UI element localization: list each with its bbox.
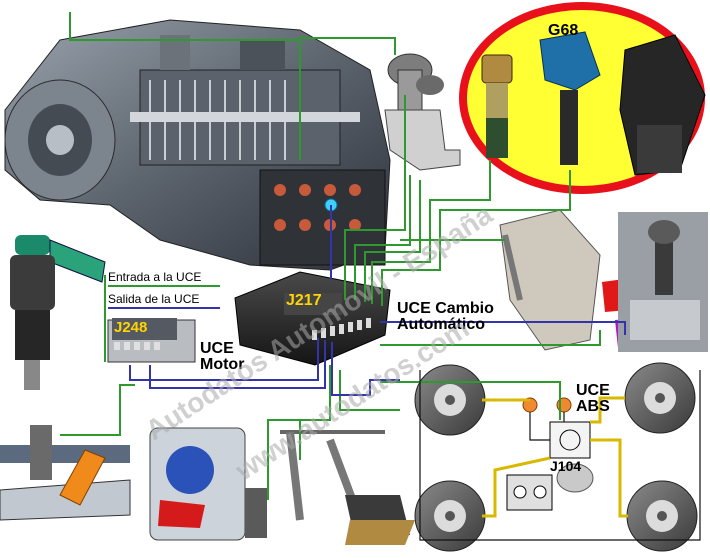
input-wire-4 xyxy=(364,180,421,302)
pedals-illustration xyxy=(280,430,415,545)
frame-line-24 xyxy=(419,370,701,541)
abs-hydraulic-unit xyxy=(506,463,594,511)
legend-input-text: Entrada a la UCE xyxy=(108,270,202,284)
j217-label: J217 xyxy=(286,292,322,309)
legend: Entrada a la UCE Salida de la UCE xyxy=(108,270,220,314)
input-wire-5 xyxy=(371,160,491,304)
sensor-callout xyxy=(459,2,706,194)
input-wire-14 xyxy=(339,370,400,411)
j248-ecu-box xyxy=(107,318,196,363)
injector-illustration xyxy=(10,235,106,390)
frame-line-25 xyxy=(529,412,550,441)
uce-motor-label-line1: UCE xyxy=(200,340,234,357)
output-wire-17 xyxy=(149,340,326,389)
uce-motor-label-line2: Motor xyxy=(200,356,245,373)
legend-output-swatch xyxy=(108,307,220,309)
abs-control-unit xyxy=(549,421,591,459)
uce-abs-label-line1: UCE xyxy=(576,382,610,399)
abs-wire-23 xyxy=(590,438,628,518)
j104-label: J104 xyxy=(550,458,582,474)
throttle-illustration xyxy=(0,425,131,521)
input-wire-13 xyxy=(380,381,561,420)
legend-output-text: Salida de la UCE xyxy=(108,292,200,306)
input-signal-lines xyxy=(60,12,701,541)
legend-input-row: Entrada a la UCE xyxy=(108,270,220,292)
uce-abs-label-line2: ABS xyxy=(576,398,610,415)
uce-cambio-label-line2: Automático xyxy=(397,316,485,333)
output-wire-19 xyxy=(380,321,626,335)
vacuum-valve-illustration xyxy=(384,53,461,171)
output-wire-16 xyxy=(129,338,319,381)
j248-label: J248 xyxy=(114,319,148,336)
abs-wheel-front-left xyxy=(414,364,486,436)
gearbox-illustration xyxy=(4,19,391,271)
abs-warning-lamps xyxy=(522,397,572,413)
input-wire-0 xyxy=(69,12,396,55)
input-wire-3 xyxy=(354,175,411,300)
input-wire-10 xyxy=(60,384,135,436)
g68-label: G68 xyxy=(548,22,579,39)
abs-wire-21 xyxy=(590,396,625,424)
legend-input-swatch xyxy=(108,285,220,287)
abs-wheel-front-right xyxy=(624,362,696,434)
abs-wire-22 xyxy=(482,456,551,518)
output-wire-18 xyxy=(331,342,400,396)
pedal-sensor-illustration xyxy=(149,427,267,541)
j217-ecu-box xyxy=(234,271,391,366)
legend-output-row: Salida de la UCE xyxy=(108,292,220,314)
abs-wheel-rear-left xyxy=(414,480,486,552)
uce-cambio-label-line1: UCE Cambio xyxy=(397,300,494,317)
input-wire-8 xyxy=(380,330,601,346)
input-wire-2 xyxy=(344,95,406,300)
gear-selector-photo xyxy=(618,212,708,352)
